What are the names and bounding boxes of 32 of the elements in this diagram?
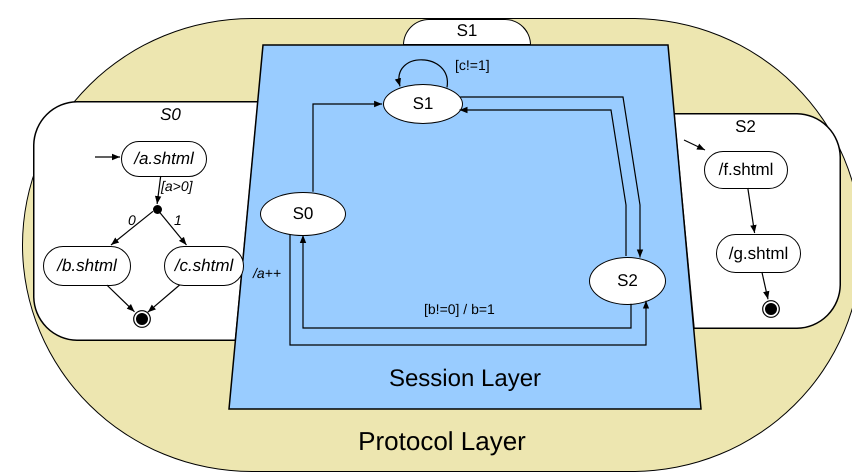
self-loop-arrow bbox=[396, 59, 448, 88]
transition-arrow bbox=[95, 154, 120, 160]
transition-arrow bbox=[110, 210, 154, 246]
transition-arrow bbox=[158, 212, 187, 246]
transition-arrow bbox=[460, 106, 627, 256]
state-title: S0 bbox=[159, 105, 182, 125]
transition-arrow bbox=[761, 272, 770, 300]
edge-label: [a>0] bbox=[161, 178, 193, 194]
edge-label: [b!=0] / b=1 bbox=[424, 301, 495, 317]
transition-arrow bbox=[312, 100, 382, 192]
transition-arrow bbox=[289, 234, 650, 346]
transition-arrow bbox=[684, 139, 706, 151]
state-title: S1 bbox=[456, 21, 478, 41]
state-title: S2 bbox=[734, 117, 757, 137]
edge-label: /a++ bbox=[253, 265, 282, 281]
edge-label: [c!=1] bbox=[455, 57, 490, 73]
state-pill: /b.shtml bbox=[43, 246, 131, 286]
transition-arrow bbox=[460, 96, 644, 258]
transition-arrow bbox=[154, 176, 162, 204]
protocol-layer-band bbox=[22, 18, 852, 472]
state-pill: /c.shtml bbox=[164, 246, 244, 286]
state-pill: /f.shtml bbox=[704, 151, 788, 189]
layer-title: Session Layer bbox=[388, 365, 542, 393]
state-pill: /a.shtml bbox=[121, 141, 207, 177]
layer-title: Protocol Layer bbox=[357, 426, 527, 457]
edge-label: 1 bbox=[174, 212, 182, 228]
transition-arrow bbox=[300, 235, 632, 329]
state-pill: /g.shtml bbox=[716, 234, 801, 273]
transition-arrow bbox=[147, 284, 180, 313]
edge-label: 0 bbox=[128, 212, 136, 228]
transition-arrow bbox=[106, 284, 135, 312]
transition-arrow bbox=[747, 188, 757, 234]
